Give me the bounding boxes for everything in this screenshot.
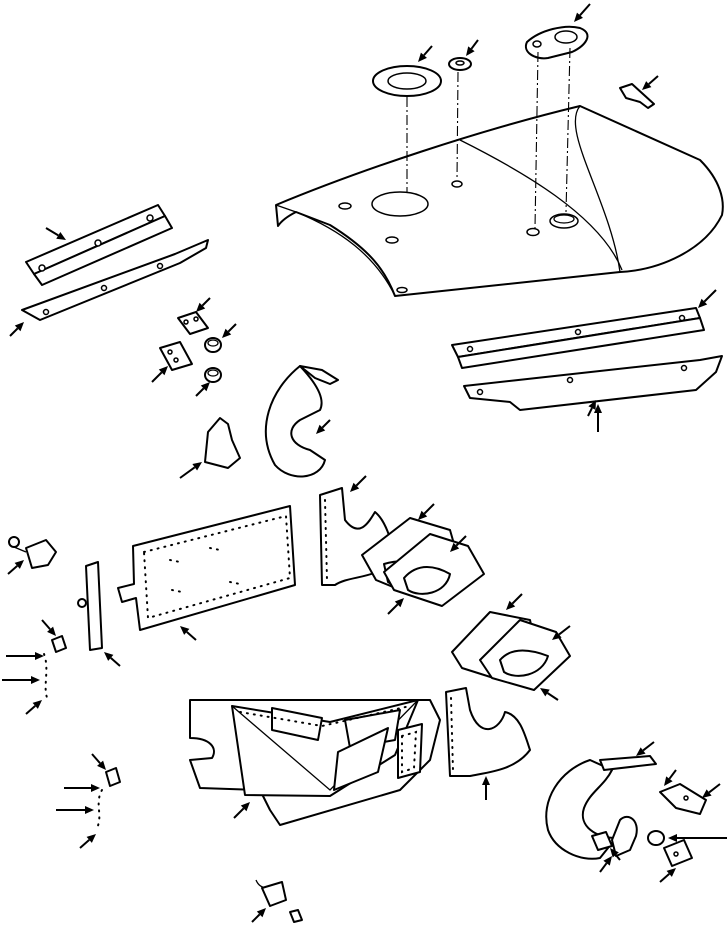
- callout-arrow: [45, 227, 66, 240]
- callout-arrow: [587, 400, 596, 417]
- callout-arrow: [2, 676, 40, 684]
- callout-arrow: [702, 783, 721, 798]
- callout-arrow: [418, 45, 433, 62]
- callout-arrow: [79, 834, 96, 849]
- bushing-right: [647, 830, 665, 846]
- callout-arrow: [387, 598, 404, 615]
- small-bracket-left: [204, 417, 241, 469]
- callout-arrow: [151, 366, 168, 383]
- strip-rail-upper-left: [21, 239, 209, 321]
- callout-arrow: [659, 868, 676, 883]
- callout-arrow: [179, 462, 202, 479]
- curved-baffle-right: [545, 755, 657, 860]
- angle-rail-upper-left: [25, 204, 173, 286]
- access-panel: [117, 505, 296, 631]
- callout-arrow: [552, 625, 571, 640]
- callout-arrow: [610, 848, 621, 861]
- callout-arrow: [64, 784, 100, 792]
- callout-arrow: [251, 908, 266, 923]
- hinge-right-lower: [663, 839, 693, 867]
- grommet-ring: [372, 65, 442, 192]
- callout-arrow: [316, 419, 331, 434]
- callout-arrow: [642, 75, 659, 90]
- callout-arrow: [104, 652, 121, 667]
- callout-arrow: [6, 652, 44, 660]
- callout-arrow: [350, 475, 367, 492]
- callout-arrow: [56, 806, 94, 814]
- callout-arrow: [180, 626, 197, 641]
- hood-large-opening: [371, 191, 429, 217]
- callout-arrow: [599, 856, 612, 873]
- heat-shield-lower-b: [479, 619, 571, 691]
- callout-arrow: [9, 322, 24, 337]
- callout-arrow: [233, 802, 250, 819]
- callout-arrow: [698, 289, 717, 308]
- callout-arrow: [91, 753, 106, 770]
- callout-arrow: [195, 382, 210, 397]
- hinge-upper: [177, 311, 209, 335]
- strip-rail-right: [463, 355, 723, 411]
- callout-arrow: [506, 593, 523, 610]
- angle-rail-right: [451, 307, 705, 369]
- callout-arrow: [450, 535, 467, 552]
- lower-side-panel: [189, 699, 441, 826]
- hood-top-cover: [275, 105, 724, 297]
- callout-arrow: [466, 39, 479, 56]
- callout-arrow: [668, 834, 727, 842]
- chain-clip-lower: [95, 767, 121, 831]
- hinge-lower: [159, 341, 193, 371]
- curved-baffle-left: [264, 365, 339, 478]
- hinge-right-upper: [659, 783, 707, 815]
- callout-arrow: [540, 688, 559, 701]
- callout-arrow: [636, 741, 655, 756]
- small-clip-top-right: [619, 83, 655, 109]
- callout-arrow: [418, 503, 435, 520]
- latch-assembly-bottom: [255, 879, 303, 923]
- small-grommet: [448, 57, 472, 181]
- callout-arrow: [664, 769, 677, 786]
- hood-filler-neck: [549, 213, 579, 229]
- callout-arrow: [7, 560, 24, 575]
- callout-arrow: [594, 404, 602, 432]
- filler-plate: [524, 25, 589, 229]
- latch-assembly-left: [8, 536, 57, 569]
- callout-arrow: [196, 297, 211, 312]
- callout-arrows: [2, 3, 727, 923]
- callout-arrow: [25, 700, 42, 715]
- bushing-lower: [204, 367, 222, 383]
- heat-shield-rear: [383, 533, 485, 607]
- side-panel-lower-right: [445, 687, 531, 777]
- chain-clip-upper: [43, 635, 67, 701]
- callout-arrow: [222, 323, 237, 338]
- callout-arrow: [41, 619, 56, 636]
- callout-arrow: [482, 776, 490, 800]
- vertical-strip: [77, 561, 103, 651]
- bushing-upper: [204, 337, 222, 353]
- callout-arrow: [574, 3, 591, 22]
